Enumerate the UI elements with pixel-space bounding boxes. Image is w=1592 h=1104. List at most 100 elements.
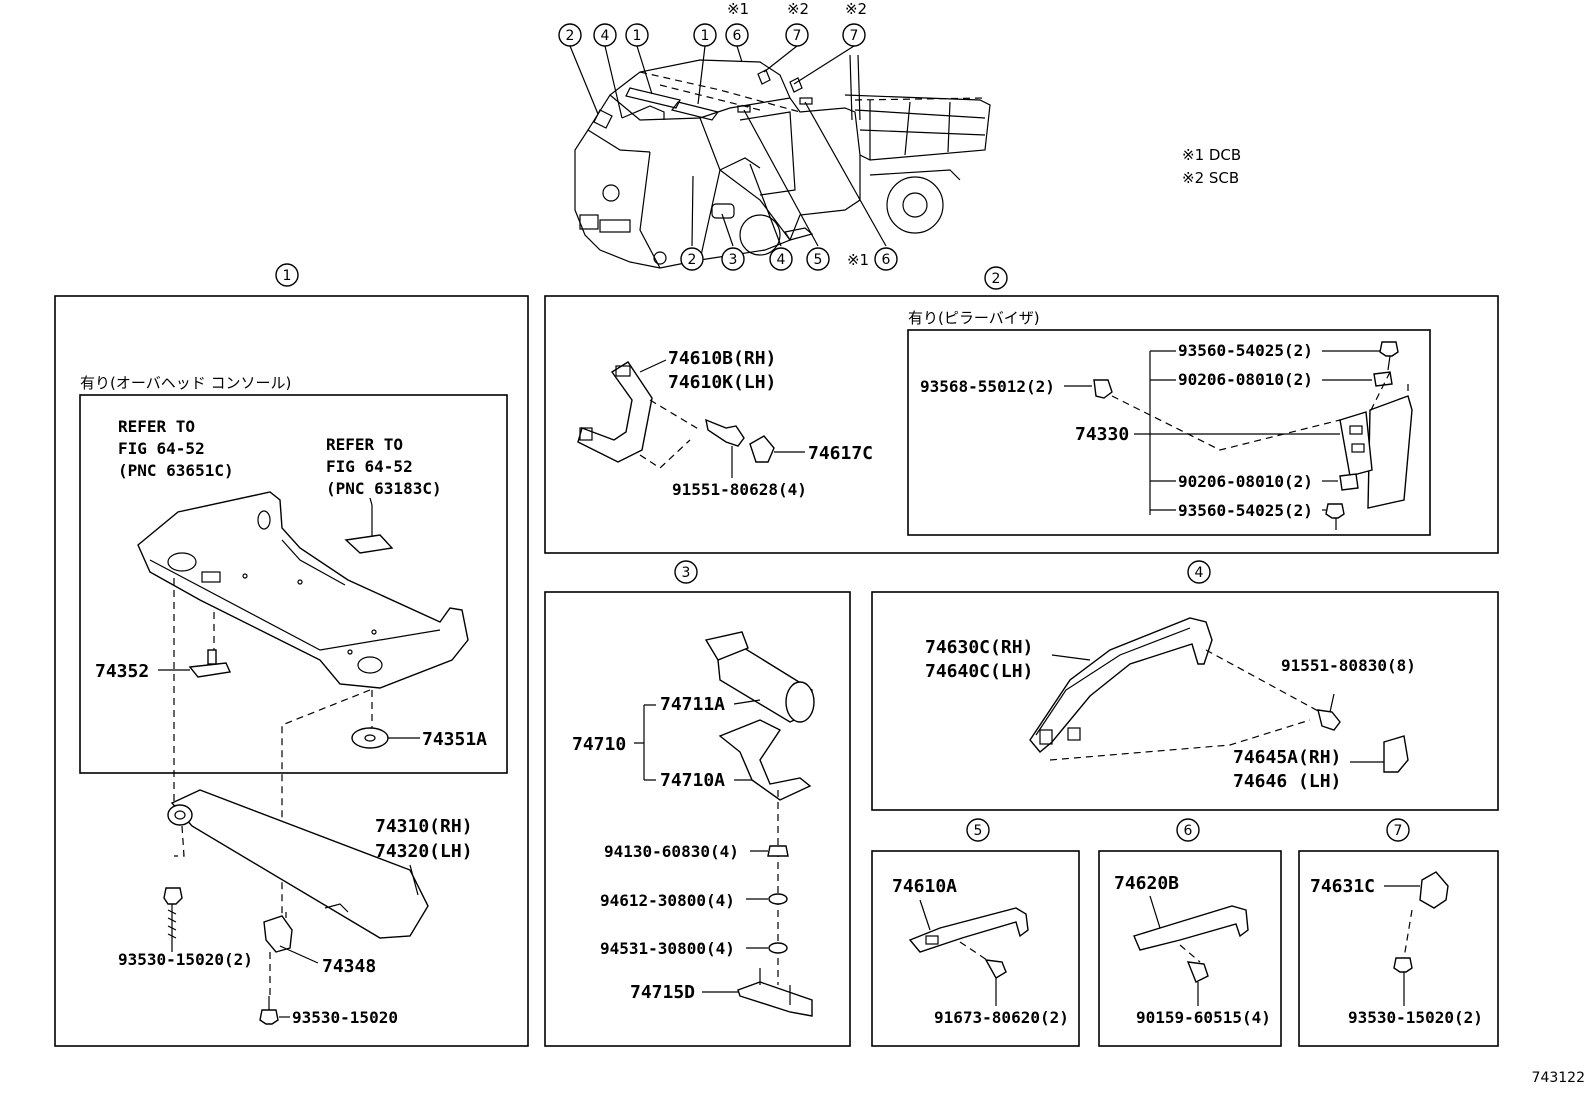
callout-bottom-5: 6 xyxy=(882,252,891,268)
assist-grip-74610B xyxy=(577,361,653,463)
assist-grip-74620B xyxy=(1133,905,1249,951)
label-74710: 74710 xyxy=(572,734,626,755)
section-3-index: 3 xyxy=(682,565,691,581)
callout-top-1: 2 xyxy=(566,28,575,44)
mark-top-1: ※1 xyxy=(727,0,749,18)
section-1: 1 有り(オーバヘッド コンソール) REFER TO FIG 64-52 (P… xyxy=(54,263,529,1047)
label-91551-80628: 91551-80628(4) xyxy=(672,480,807,499)
overview-callouts-top: 2 4 1 1 6 7 7 ※1 ※2 ※2 xyxy=(558,0,867,47)
label-74620B: 74620B xyxy=(1114,873,1179,894)
plate-74715D xyxy=(737,981,813,1017)
section-7-frame xyxy=(1298,850,1499,1047)
assist-grip-74610A xyxy=(908,907,1029,953)
callout-top-6: 7 xyxy=(793,28,802,44)
section-5-frame xyxy=(871,850,1080,1047)
refer-b-line2: FIG 64-52 xyxy=(326,457,413,476)
label-93530-2: 93530-15020(2) xyxy=(118,950,253,969)
pillar-visor-74330 xyxy=(1367,395,1413,509)
screw-93560-b xyxy=(1325,503,1345,519)
section-6: 6 74620B 90159-60515(4) xyxy=(1098,818,1282,1047)
section-2-frame xyxy=(544,295,1499,554)
callout-top-2: 4 xyxy=(601,28,610,44)
callout-top-7: 7 xyxy=(850,28,859,44)
pillar-visor-frame xyxy=(907,329,1431,536)
label-74646: 74646 (LH) xyxy=(1233,771,1341,792)
refer-a-line1: REFER TO xyxy=(118,417,195,436)
legend: ※1 DCB ※2 SCB xyxy=(1182,146,1241,187)
label-74645A: 74645A(RH) xyxy=(1233,747,1341,768)
label-74352: 74352 xyxy=(95,661,149,682)
label-93568: 93568-55012(2) xyxy=(920,377,1055,396)
mark-top-3: ※2 xyxy=(845,0,867,18)
section-1-index: 1 xyxy=(283,268,292,284)
section-5-index: 5 xyxy=(974,823,983,839)
label-74630C: 74630C(RH) xyxy=(925,637,1033,658)
callout-top-5: 6 xyxy=(733,28,742,44)
clip-74352 xyxy=(188,662,232,678)
hook-74631C xyxy=(1419,871,1449,909)
overhead-console-frame xyxy=(79,394,508,774)
screw-93530-2 xyxy=(163,887,183,905)
section-3: 3 74711A 74710 74710A 94130-60830(4) 946… xyxy=(544,560,851,1047)
section-7-index: 7 xyxy=(1394,823,1403,839)
mark-bottom: ※1 xyxy=(847,251,869,269)
label-74617C: 74617C xyxy=(808,443,873,464)
section-2: 2 74610B(RH) 74610K(LH) 91551-80628(4) 7… xyxy=(544,266,1499,554)
section-3-frame xyxy=(544,591,851,1047)
callout-top-4: 1 xyxy=(701,28,710,44)
label-74320: 74320(LH) xyxy=(375,841,473,862)
overhead-console-part xyxy=(137,491,469,689)
bracket-74710A xyxy=(718,719,812,801)
label-90206-a: 90206-08010(2) xyxy=(1178,370,1313,389)
callout-bottom-4: 5 xyxy=(814,252,823,268)
screw-93530-section7 xyxy=(1393,957,1413,973)
label-93530-section7: 93530-15020(2) xyxy=(1348,1008,1483,1027)
refer-b-line1: REFER TO xyxy=(326,435,403,454)
label-74710A: 74710A xyxy=(660,770,725,791)
label-90206-b: 90206-08010(2) xyxy=(1178,472,1313,491)
label-93560-a: 93560-54025(2) xyxy=(1178,341,1313,360)
refer-a-line2: FIG 64-52 xyxy=(118,439,205,458)
label-74610K: 74610K(LH) xyxy=(668,372,776,393)
callout-top-3: 1 xyxy=(633,28,642,44)
label-74711A: 74711A xyxy=(660,694,725,715)
washer-94612 xyxy=(768,893,788,905)
section-1-option-label: 有り(オーバヘッド コンソール) xyxy=(80,374,291,392)
mark-top-2: ※2 xyxy=(787,0,809,18)
section-4-index: 4 xyxy=(1195,565,1204,581)
cover-74645A xyxy=(1383,735,1409,773)
label-90159: 90159-60515(4) xyxy=(1136,1008,1271,1027)
label-93560-b: 93560-54025(2) xyxy=(1178,501,1313,520)
truck-overview xyxy=(574,54,991,269)
section-4: 4 74630C(RH) 74640C(LH) 91551-80830(8) 7… xyxy=(871,560,1499,811)
section-2-index: 2 xyxy=(992,271,1001,287)
legend-scb: ※2 SCB xyxy=(1182,169,1239,187)
legend-dcb: ※1 DCB xyxy=(1182,146,1241,164)
assist-grip-74630C xyxy=(1029,617,1213,753)
section-2-option-label: 有り(ピラーバイザ) xyxy=(908,309,1040,327)
label-74640C: 74640C(LH) xyxy=(925,661,1033,682)
label-74610B: 74610B(RH) xyxy=(668,348,776,369)
label-74310: 74310(RH) xyxy=(375,816,473,837)
cap-74617C xyxy=(749,435,775,463)
section-5: 5 74610A 91673-80620(2) xyxy=(871,818,1080,1047)
callout-bottom-1: 2 xyxy=(688,252,697,268)
label-74348: 74348 xyxy=(322,956,376,977)
label-94612: 94612-30800(4) xyxy=(600,891,735,910)
label-74715D: 74715D xyxy=(630,982,695,1003)
nut-94130 xyxy=(767,845,789,857)
clip-90206-a xyxy=(1373,371,1393,387)
label-93530: 93530-15020 xyxy=(292,1008,398,1027)
refer-a-line3: (PNC 63651C) xyxy=(118,461,234,480)
label-74631C: 74631C xyxy=(1310,876,1375,897)
screw-91673 xyxy=(984,959,1007,979)
screw-90159 xyxy=(1186,961,1209,983)
screw-93530 xyxy=(259,1009,279,1025)
holder-74348 xyxy=(263,915,293,953)
cap-74351A xyxy=(351,727,389,749)
figure-number: 743122 xyxy=(1532,1070,1585,1086)
callout-bottom-2: 3 xyxy=(729,252,738,268)
label-91673: 91673-80620(2) xyxy=(934,1008,1069,1027)
label-74330: 74330 xyxy=(1075,424,1129,445)
